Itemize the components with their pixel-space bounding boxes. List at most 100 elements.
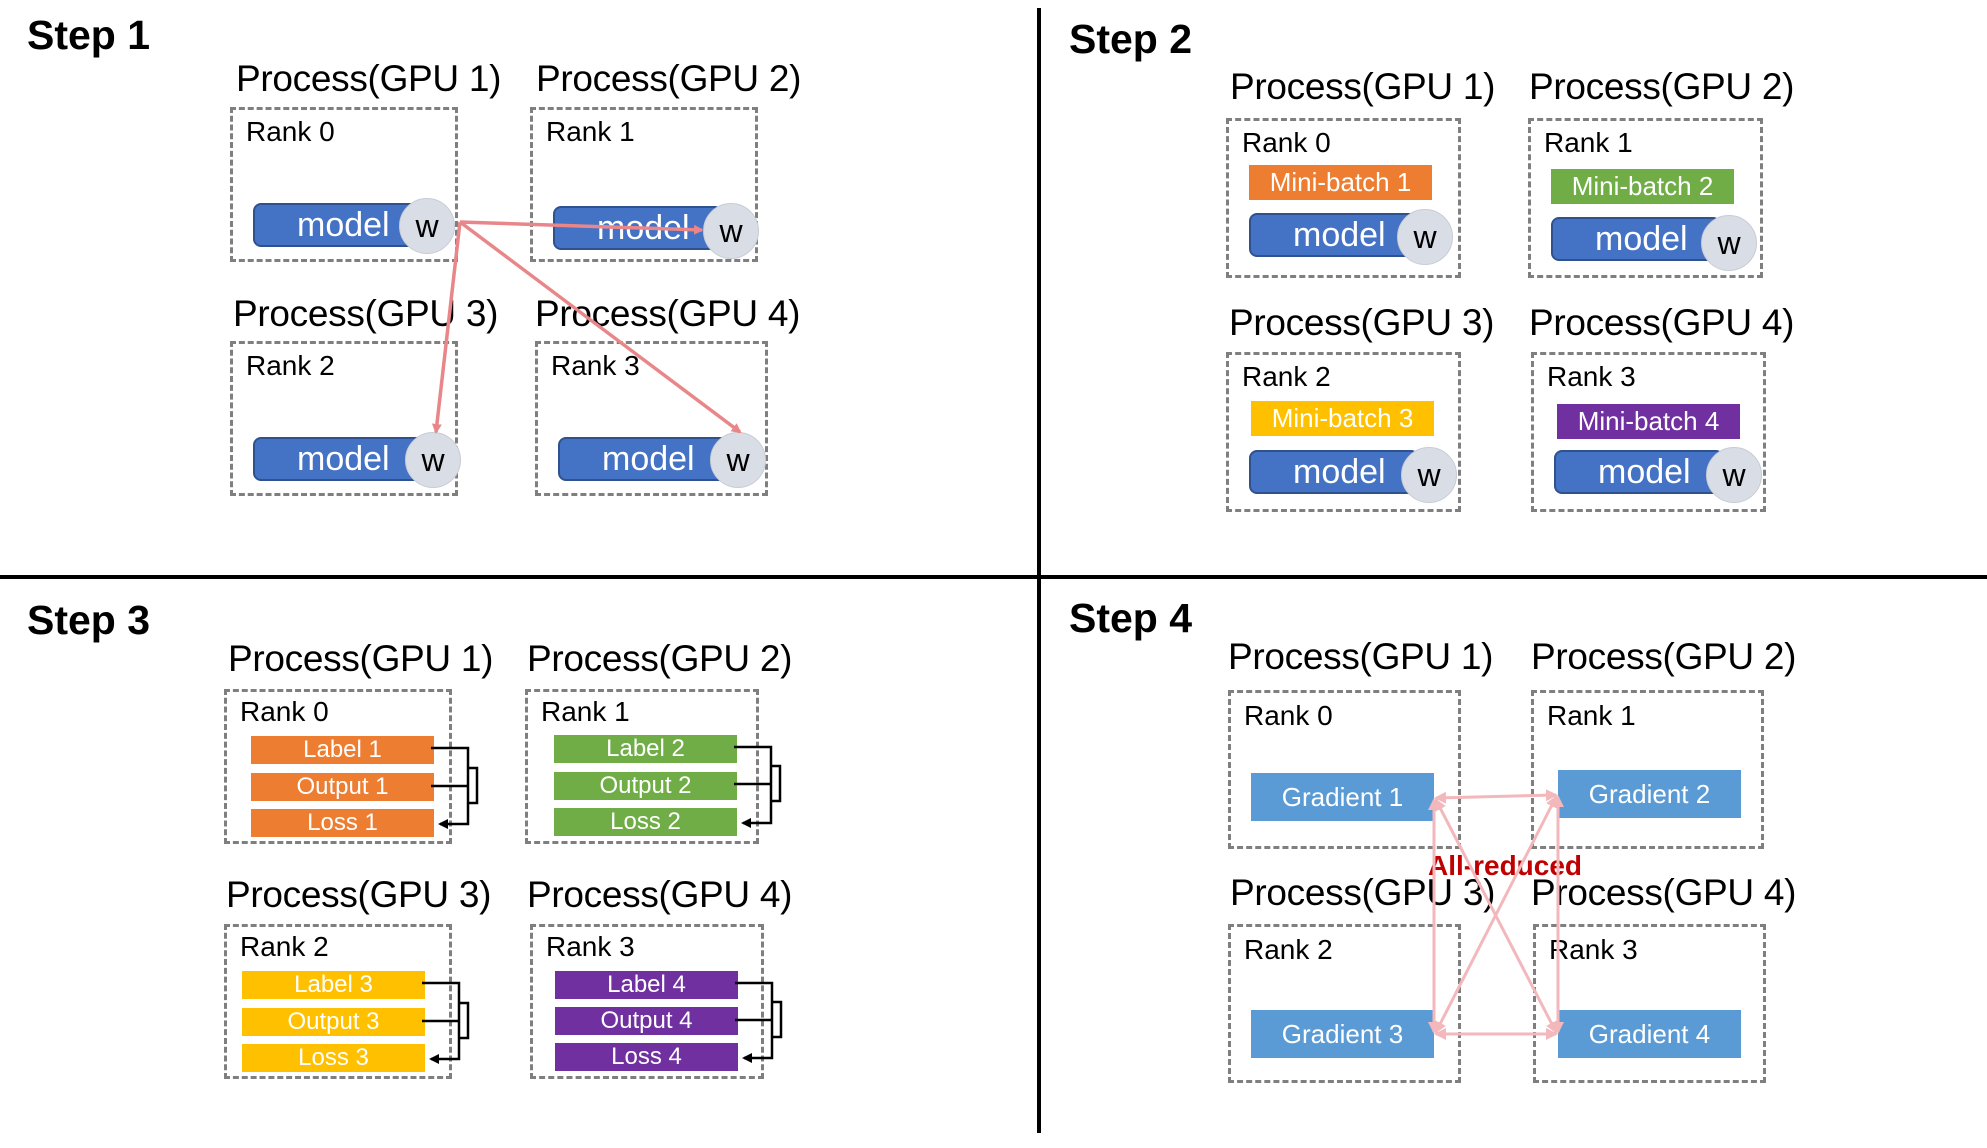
mini-batch-bar: Mini-batch 3: [1251, 401, 1434, 436]
step-1-panel: Step 1 Process(GPU 1) Rank 0 model w Pro…: [0, 0, 990, 566]
weight-circle: w: [1701, 215, 1757, 271]
all-reduce-arrows: [1428, 789, 1564, 1040]
process-gpu1-box: Rank 0 model w: [230, 107, 458, 262]
rank-label: Rank 0: [1244, 700, 1333, 731]
label-bar: Label 4: [555, 971, 738, 999]
label-bar: Label 2: [554, 735, 737, 763]
model-bar: model: [253, 203, 423, 247]
rank-label: Rank 1: [546, 116, 635, 147]
bracket-gpu4-outer: [772, 1000, 783, 1039]
model-label: model: [297, 440, 390, 478]
bracket-gpu3-outer: [459, 1001, 470, 1040]
model-bar: model: [1249, 450, 1419, 494]
rank-label: Rank 2: [1244, 934, 1333, 965]
step-3-title: Step 3: [27, 597, 151, 643]
step-4-title: Step 4: [1069, 595, 1193, 641]
weight-circle: w: [1706, 447, 1762, 503]
label-bar: Label 3: [242, 971, 425, 999]
process-gpu3-box: Rank 2 Gradient 3: [1228, 924, 1461, 1083]
allreduce-arrow-2-3: [1434, 795, 1558, 1034]
mini-batch-bar: Mini-batch 2: [1551, 169, 1734, 204]
process-gpu2-box: Rank 1 model w: [530, 107, 759, 262]
vertical-divider: [1037, 8, 1041, 1133]
step-2-panel: Step 2 Process(GPU 1) Rank 0 Mini-batch …: [1040, 0, 1987, 566]
model-label: model: [1598, 453, 1691, 491]
model-label: model: [297, 206, 390, 244]
process-gpu3-box: Rank 2 Label 3 Output 3 Loss 3: [224, 924, 452, 1079]
gradient-bar: Gradient 2: [1558, 770, 1741, 818]
rank-label: Rank 2: [240, 931, 329, 962]
model-bar: model: [558, 437, 728, 481]
rank-label: Rank 0: [240, 696, 329, 727]
process-gpu4-title: Process(GPU 4): [1529, 302, 1795, 343]
process-gpu1-title: Process(GPU 1): [1228, 636, 1494, 677]
process-gpu2-box: Rank 1 Gradient 2: [1531, 690, 1764, 849]
mini-batch-bar: Mini-batch 4: [1557, 404, 1740, 439]
process-gpu3-title: Process(GPU 3): [226, 874, 492, 915]
rank-label: Rank 0: [1242, 127, 1331, 158]
process-gpu1-title: Process(GPU 1): [1230, 66, 1496, 107]
process-gpu1-box: Rank 0 Gradient 1: [1228, 690, 1461, 849]
loss-bar: Loss 1: [251, 809, 434, 837]
process-gpu4-box: Rank 3 Mini-batch 4 model w: [1531, 352, 1766, 512]
output-bar: Output 3: [242, 1008, 425, 1036]
broadcast-arrow-to-gpu3: [431, 221, 462, 434]
process-gpu4-title: Process(GPU 4): [1531, 872, 1797, 913]
rank-label: Rank 3: [546, 931, 635, 962]
process-gpu4-title: Process(GPU 4): [527, 874, 793, 915]
weight-circle: w: [1401, 447, 1457, 503]
process-gpu2-title: Process(GPU 2): [1529, 66, 1795, 107]
output-bar: Output 2: [554, 772, 737, 800]
model-label: model: [602, 440, 695, 478]
model-bar: model: [253, 437, 423, 481]
bracket-gpu2-outer: [771, 764, 782, 803]
loss-bar: Loss 4: [555, 1043, 738, 1071]
rank-label: Rank 3: [1547, 361, 1636, 392]
process-gpu2-box: Rank 1 Mini-batch 2 model w: [1528, 118, 1763, 278]
model-label: model: [1293, 453, 1386, 491]
step-2-title: Step 2: [1069, 16, 1193, 62]
process-gpu3-box: Rank 2 model w: [230, 341, 461, 496]
process-gpu1-title: Process(GPU 1): [236, 58, 502, 99]
process-gpu3-title: Process(GPU 3): [233, 293, 499, 334]
rank-label: Rank 3: [551, 350, 640, 381]
broadcast-arrow-to-gpu4: [458, 220, 742, 434]
model-bar: model: [1554, 450, 1724, 494]
step-1-title: Step 1: [27, 12, 151, 58]
model-bar: model: [1551, 217, 1721, 261]
gradient-bar: Gradient 3: [1251, 1010, 1434, 1058]
process-gpu1-title: Process(GPU 1): [228, 638, 494, 679]
weight-circle: w: [405, 432, 461, 488]
process-gpu4-box: Rank 3 Gradient 4: [1533, 924, 1766, 1083]
step-4-panel: Step 4 Process(GPU 1) Rank 0 Gradient 1 …: [1040, 582, 1987, 1148]
allreduce-arrow-1-2: [1434, 789, 1558, 804]
broadcast-arrow-to-gpu2: [459, 220, 704, 235]
model-label: model: [1595, 220, 1688, 258]
mini-batch-bar: Mini-batch 1: [1249, 165, 1432, 200]
weight-circle: w: [399, 198, 455, 254]
weight-circle: w: [1397, 209, 1453, 265]
process-gpu2-title: Process(GPU 2): [536, 58, 802, 99]
process-gpu3-title: Process(GPU 3): [1229, 302, 1495, 343]
process-gpu3-box: Rank 2 Mini-batch 3 model w: [1226, 352, 1461, 512]
loss-bar: Loss 2: [554, 808, 737, 836]
rank-label: Rank 2: [246, 350, 335, 381]
output-bar: Output 4: [555, 1007, 738, 1035]
process-gpu2-title: Process(GPU 2): [1531, 636, 1797, 677]
rank-label: Rank 1: [541, 696, 630, 727]
horizontal-divider: [0, 575, 1987, 579]
rank-label: Rank 2: [1242, 361, 1331, 392]
process-gpu1-box: Rank 0 Label 1 Output 1 Loss 1: [224, 689, 452, 844]
gradient-bar: Gradient 4: [1558, 1010, 1741, 1058]
gradient-bar: Gradient 1: [1251, 773, 1434, 821]
output-bar: Output 1: [251, 773, 434, 801]
rank-label: Rank 1: [1544, 127, 1633, 158]
process-gpu4-box: Rank 3 Label 4 Output 4 Loss 4: [530, 924, 764, 1079]
process-gpu2-box: Rank 1 Label 2 Output 2 Loss 2: [525, 689, 759, 844]
loss-bar: Loss 3: [242, 1044, 425, 1072]
model-label: model: [1293, 216, 1386, 254]
bracket-gpu1-outer: [468, 766, 479, 805]
weight-circle: w: [703, 203, 759, 259]
model-bar: model: [1249, 213, 1419, 257]
